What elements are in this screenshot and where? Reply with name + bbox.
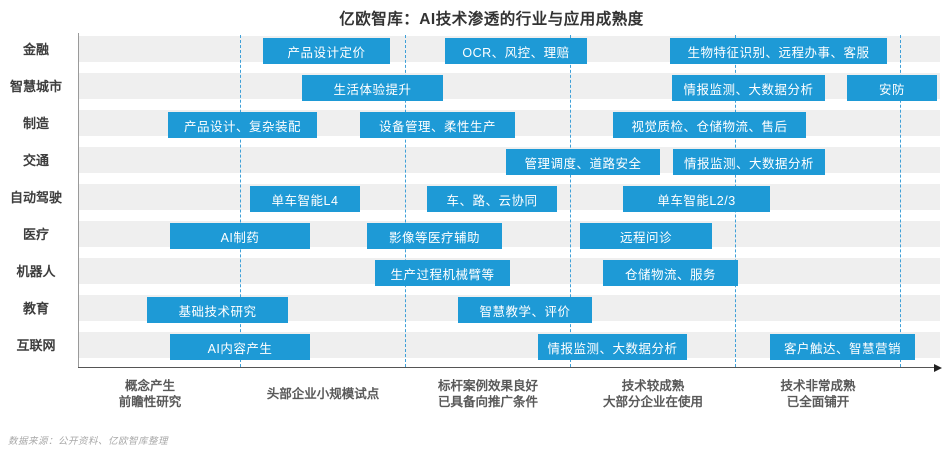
chart-title: 亿欧智库：AI技术渗透的行业与应用成熟度 — [339, 11, 644, 28]
maturity-bar: AI内容产生 — [170, 334, 310, 360]
industry-label-line: 金融 — [22, 41, 49, 57]
x-axis-line — [78, 367, 935, 368]
maturity-bar-label: 单车智能L2/3 — [657, 193, 736, 208]
industry-label: 金融 — [0, 36, 72, 62]
industry-label-line: 互联网 — [16, 337, 56, 353]
maturity-bar: 生产过程机械臂等 — [375, 260, 510, 286]
industry-label-line: 交通 — [22, 152, 49, 168]
industry-label-line: 驾驶 — [36, 189, 63, 205]
industry-label: 教育 — [0, 295, 72, 321]
stage-label-line: 概念产生 — [124, 379, 176, 393]
stage-label-line: 技术非常成熟 — [780, 379, 856, 393]
industry-label: 机器人 — [0, 258, 72, 284]
industry-label-line: 智慧城市 — [9, 78, 62, 94]
stage-label: 技术较成熟大部分企业在使用 — [603, 376, 703, 412]
maturity-bar: OCR、风控、理赔 — [445, 38, 587, 64]
maturity-bar: 产品设计、复杂装配 — [168, 112, 317, 138]
stage-divider — [900, 35, 901, 367]
industry-label: 智慧城市 — [0, 73, 72, 99]
y-axis-line — [78, 33, 79, 367]
stage-label-line: 已全面铺开 — [786, 395, 850, 409]
maturity-bar: 视觉质检、仓储物流、售后 — [613, 112, 806, 138]
maturity-bar: 情报监测、大数据分析 — [672, 75, 825, 101]
stage-divider — [405, 35, 406, 367]
industry-label-line: 机器人 — [16, 263, 56, 279]
maturity-bar-label: 客户触达、智慧营销 — [783, 341, 901, 356]
stage-divider — [570, 35, 571, 367]
maturity-bar: AI制药 — [170, 223, 310, 249]
maturity-bar: 管理调度、道路安全 — [506, 149, 660, 175]
maturity-bar-label: 产品设计定价 — [287, 45, 366, 60]
maturity-bar: 车、路、云协同 — [427, 186, 557, 212]
maturity-bar-label: 车、路、云协同 — [446, 193, 538, 208]
maturity-bar: 基础技术研究 — [147, 297, 288, 323]
maturity-bar-label: 设备管理、柔性生产 — [378, 119, 496, 134]
industry-label: 交通 — [0, 147, 72, 173]
industry-label: 互联网 — [0, 332, 72, 358]
maturity-bar-label: 情报监测、大数据分析 — [683, 156, 814, 171]
stage-label-line: 已具备向推广条件 — [437, 395, 539, 409]
stage-label: 头部企业小规模试点 — [267, 376, 380, 412]
maturity-bar: 设备管理、柔性生产 — [360, 112, 515, 138]
stage-label-line: 头部企业小规模试点 — [266, 387, 380, 401]
maturity-bar-label: 仓储物流、服务 — [624, 267, 716, 282]
maturity-bar: 情报监测、大数据分析 — [673, 149, 825, 175]
maturity-bar: 情报监测、大数据分析 — [538, 334, 687, 360]
maturity-bar-label: 情报监测、大数据分析 — [547, 341, 678, 356]
maturity-bar-label: 生活体验提升 — [333, 82, 412, 97]
maturity-bar: 客户触达、智慧营销 — [770, 334, 915, 360]
maturity-bar-label: AI制药 — [220, 230, 260, 245]
maturity-bar-label: 基础技术研究 — [178, 304, 257, 319]
industry-label: 自动 驾驶 — [0, 184, 72, 210]
maturity-bar: 生物特征识别、远程办事、客服 — [670, 38, 887, 64]
maturity-bar-label: 远程问诊 — [619, 230, 672, 245]
maturity-bar-label: 情报监测、大数据分析 — [683, 82, 814, 97]
stage-label-line: 大部分企业在使用 — [602, 395, 704, 409]
data-source-note: 数据来源：公开资料、亿欧智库整理 — [8, 436, 169, 447]
maturity-bar-label: 影像等医疗辅助 — [388, 230, 480, 245]
axis-arrow-icon — [934, 363, 942, 372]
stage-label-line: 前瞻性研究 — [118, 395, 182, 409]
maturity-bar-label: 智慧教学、评价 — [479, 304, 571, 319]
industry-label-line: 自动 — [9, 189, 36, 205]
stage-label: 标杆案例效果良好已具备向推广条件 — [438, 376, 538, 412]
maturity-bar: 影像等医疗辅助 — [367, 223, 502, 249]
maturity-bar: 生活体验提升 — [302, 75, 443, 101]
maturity-bar: 智慧教学、评价 — [458, 297, 592, 323]
industry-label: 医疗 — [0, 221, 72, 247]
maturity-bar: 产品设计定价 — [263, 38, 390, 64]
stage-divider — [240, 35, 241, 367]
maturity-bar-label: 管理调度、道路安全 — [524, 156, 642, 171]
maturity-bar-label: AI内容产生 — [207, 341, 273, 356]
maturity-bar-label: OCR、风控、理赔 — [462, 45, 570, 60]
industry-label-line: 医疗 — [22, 226, 49, 242]
stage-label-line: 标杆案例效果良好 — [437, 379, 539, 393]
maturity-bar: 仓储物流、服务 — [603, 260, 738, 286]
maturity-bar: 远程问诊 — [580, 223, 712, 249]
maturity-bar: 单车智能L4 — [250, 186, 360, 212]
stage-label-line: 技术较成熟 — [621, 379, 685, 393]
stage-label: 概念产生前瞻性研究 — [119, 376, 182, 412]
maturity-bar-label: 生产过程机械臂等 — [390, 267, 495, 282]
maturity-bar-label: 生物特征识别、远程办事、客服 — [687, 45, 870, 60]
industry-label-line: 制造 — [22, 115, 49, 131]
maturity-bar-label: 产品设计、复杂装配 — [183, 119, 301, 134]
stage-label: 技术非常成熟已全面铺开 — [780, 376, 855, 412]
maturity-bar-label: 视觉质检、仓储物流、售后 — [631, 119, 788, 134]
industry-label-line: 教育 — [22, 300, 49, 316]
industry-label: 制造 — [0, 110, 72, 136]
maturity-bar: 单车智能L2/3 — [623, 186, 770, 212]
maturity-bar-label: 安防 — [878, 82, 905, 97]
maturity-bar-label: 单车智能L4 — [271, 193, 339, 208]
maturity-bar: 安防 — [847, 75, 937, 101]
